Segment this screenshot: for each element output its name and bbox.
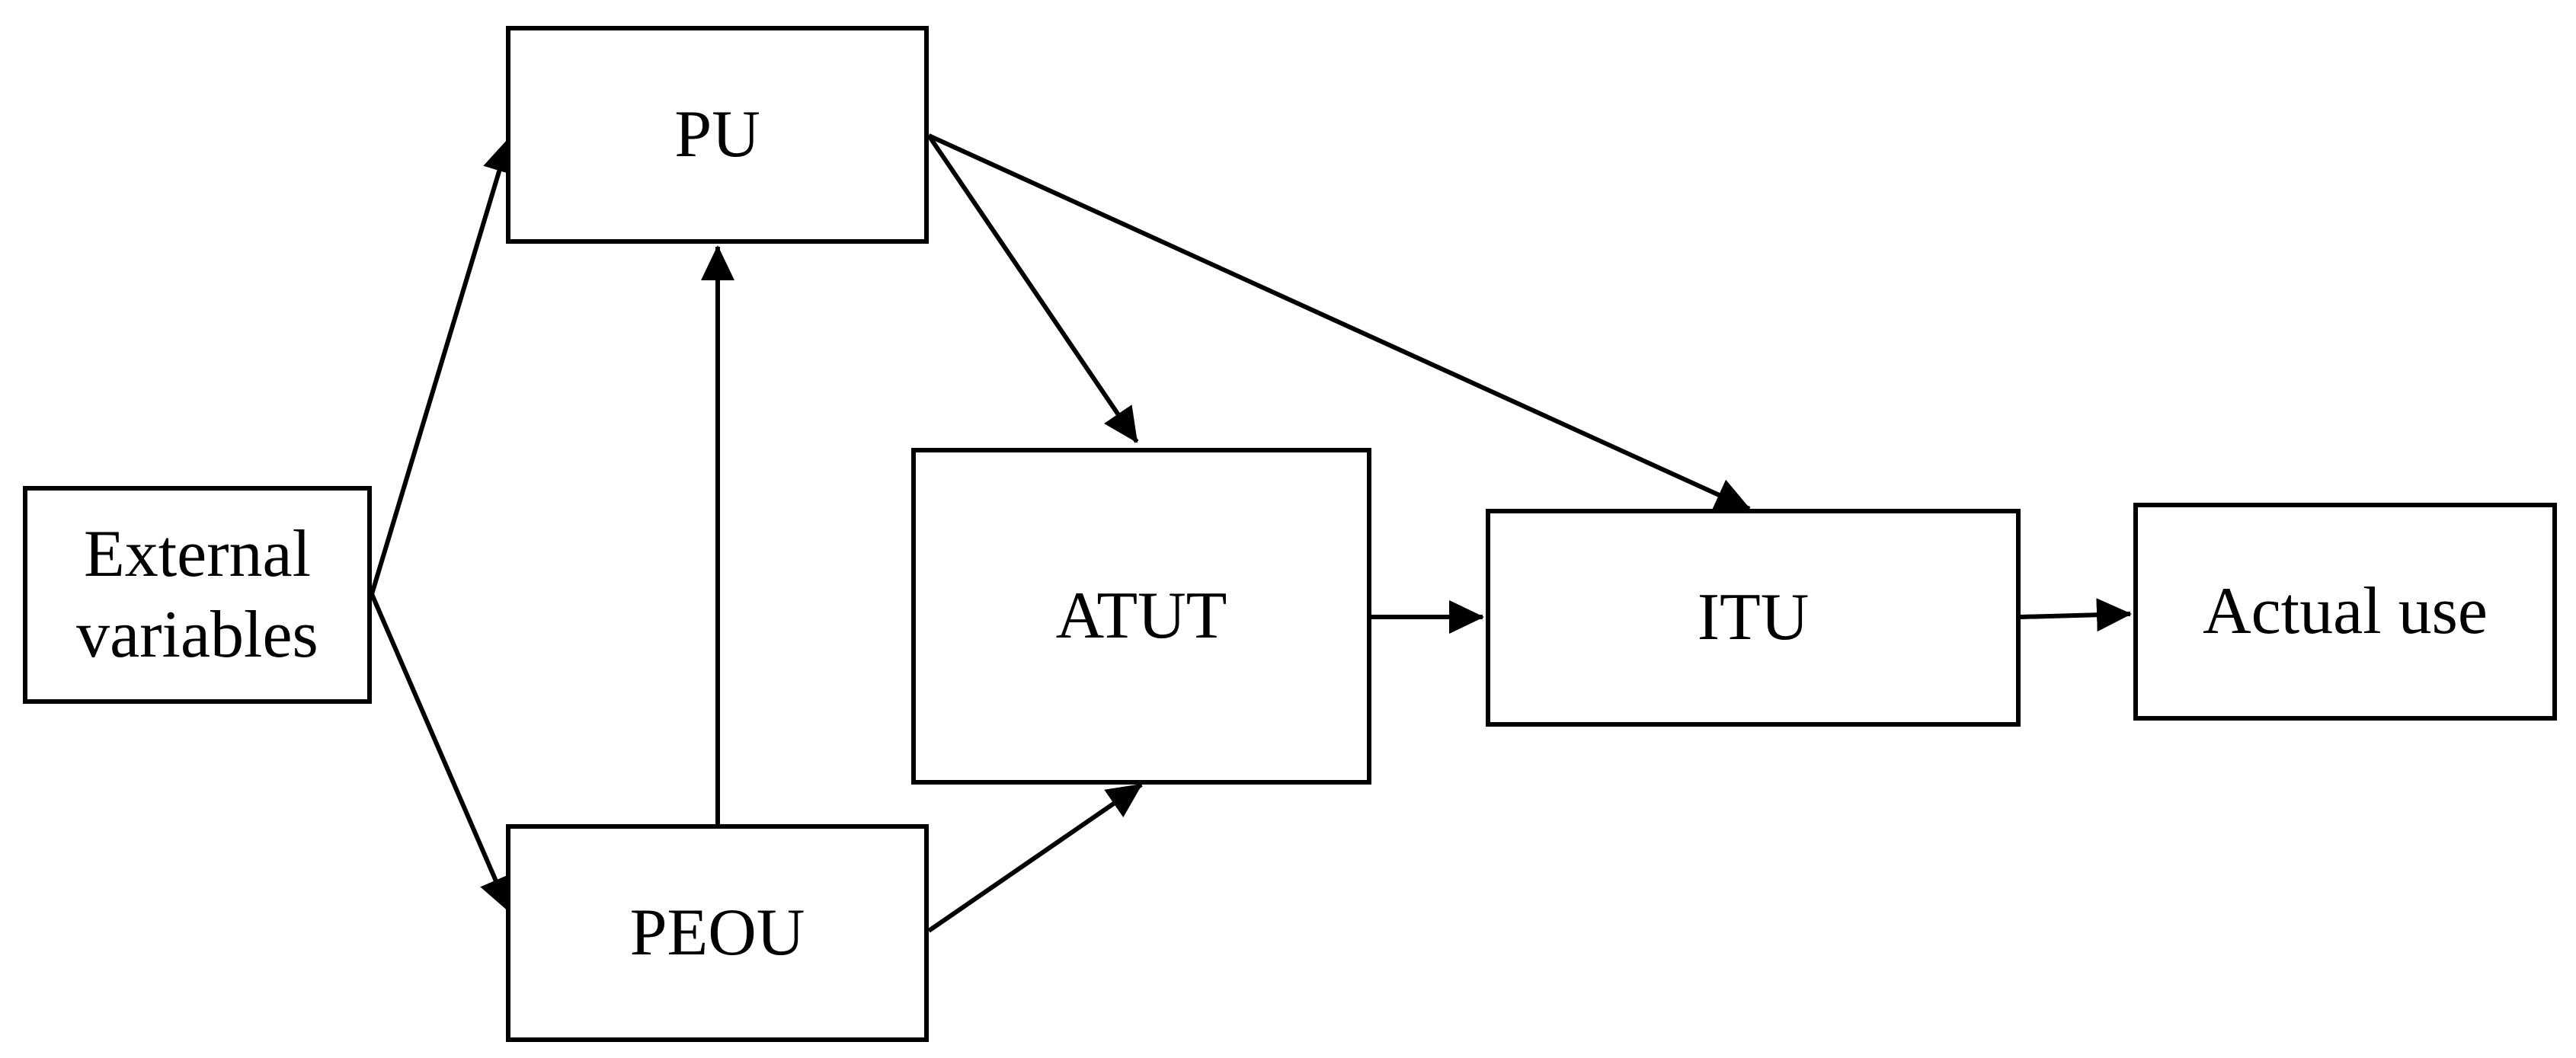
arrow-peou-to-atut [927,782,1143,933]
arrow-external-to-peou [370,593,511,913]
node-pu-label: PU [674,97,760,172]
node-pu: PU [506,26,929,244]
node-actual-use: Actual use [2133,503,2557,721]
node-peou: PEOU [506,824,929,1042]
arrow-pu-to-itu [927,133,1751,511]
node-actual-use-label: Actual use [2203,574,2488,649]
node-atut-label: ATUT [1055,579,1227,654]
node-external-variables-label: External variables [76,517,318,672]
arrow-external-to-pu [370,137,516,595]
node-itu: ITU [1486,509,2021,727]
node-itu-label: ITU [1697,580,1810,655]
node-external-variables: External variables [23,486,372,704]
arrow-itu-to-actual-use [2020,598,2132,632]
node-peou-label: PEOU [629,896,805,970]
node-atut: ATUT [911,448,1371,785]
arrow-pu-to-atut [926,134,1139,443]
